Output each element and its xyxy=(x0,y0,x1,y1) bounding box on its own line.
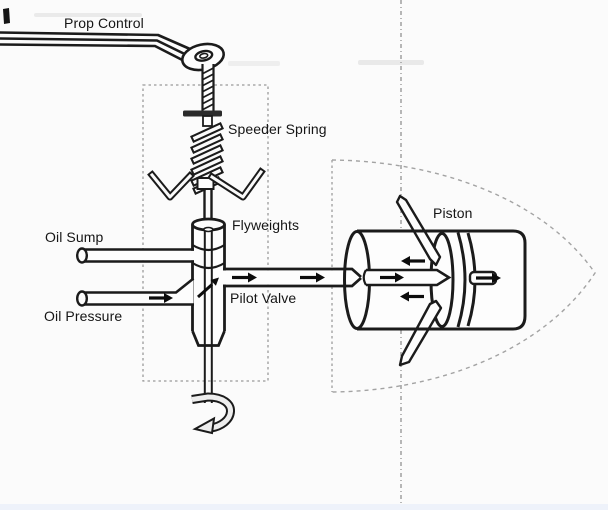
oil-line-arrow-1 xyxy=(232,272,257,283)
oil-sump-pipe xyxy=(75,247,194,264)
cylinder-return-arrow-lower xyxy=(400,291,424,302)
prop-cylinder-edges xyxy=(357,229,527,331)
shaft-rotation-arrow xyxy=(191,392,235,435)
scan-edge-strip xyxy=(0,504,608,510)
adjusting-washer xyxy=(183,110,222,127)
label-speeder-spring: Speeder Spring xyxy=(228,121,327,137)
label-piston: Piston xyxy=(433,205,473,221)
propeller-blade-lower xyxy=(398,299,443,367)
label-pilot-valve: Pilot Valve xyxy=(230,290,297,306)
pilot-valve-arrow xyxy=(197,277,219,299)
oil-pressure-pipe xyxy=(75,277,195,307)
oil-line-arrow-2 xyxy=(300,272,325,283)
oil-pressure-inlet-arrow xyxy=(149,293,173,303)
label-oil-sump: Oil Sump xyxy=(45,229,104,245)
piston-rod-arrow xyxy=(476,273,501,283)
label-oil-pressure: Oil Pressure xyxy=(44,308,123,324)
adjustment-screw xyxy=(201,64,215,111)
label-prop-control: Prop Control xyxy=(64,15,144,31)
governor-body xyxy=(191,217,226,347)
oil-passage-cylinder xyxy=(362,268,452,287)
flyweights-assembly xyxy=(147,167,266,201)
label-flyweights: Flyweights xyxy=(232,217,300,233)
cylinder-return-arrow-upper xyxy=(401,256,425,266)
scan-artifacts xyxy=(3,8,424,66)
prop-control-lever xyxy=(0,31,208,68)
oil-line xyxy=(223,267,362,288)
flyweight-shaft xyxy=(196,177,215,223)
oil-line-arrow-3 xyxy=(380,272,404,283)
pilot-valve-stem xyxy=(203,226,214,403)
